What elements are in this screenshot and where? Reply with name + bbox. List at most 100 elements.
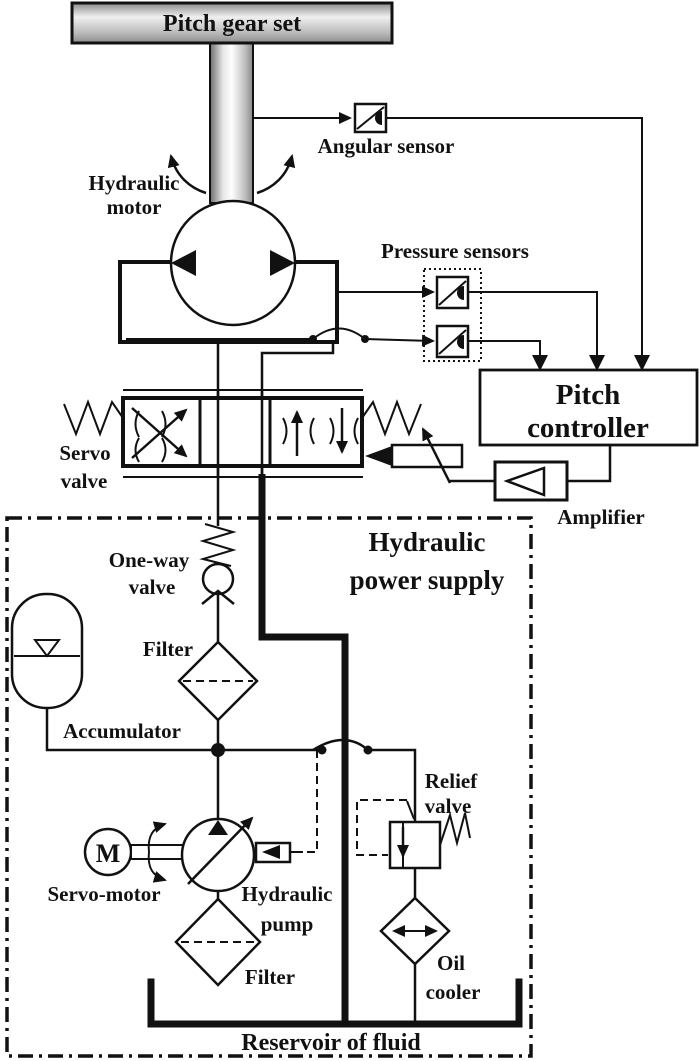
hydraulic-pump-label-1: Hydraulic xyxy=(241,882,332,906)
upper-sensor-diagonal xyxy=(438,280,467,306)
valve-spring-right xyxy=(361,399,422,437)
controller-arrow-1 xyxy=(532,355,548,371)
one-way-valve-label-1: One-way xyxy=(109,548,190,572)
servo-valve-label-1: Servo xyxy=(59,441,110,465)
pump-pilot-dashed xyxy=(292,750,318,853)
relief-valve-spring xyxy=(439,811,471,847)
amplifier-label: Amplifier xyxy=(557,505,644,529)
oil-cooler: Oil cooler xyxy=(379,896,481,1004)
power-supply-label-1: Hydraulic xyxy=(368,527,485,557)
upper-sensor-signal-line xyxy=(468,291,598,356)
pitch-controller-box xyxy=(478,368,699,447)
angular-sensor-label: Angular sensor xyxy=(318,134,455,158)
angular-sensor: Angular sensor xyxy=(253,102,643,356)
filter-bottom: Filter xyxy=(174,897,295,989)
controller-arrow-2 xyxy=(589,355,605,371)
relief-pilot-hook xyxy=(406,800,415,820)
power-supply-label-2: power supply xyxy=(350,565,505,595)
shaft-rotation-arrow-top xyxy=(147,821,167,853)
servo-valve: Servo valve xyxy=(59,389,464,493)
filter-top-label: Filter xyxy=(143,637,193,661)
accumulator-label: Accumulator xyxy=(63,719,181,743)
lower-sensor-diagonal xyxy=(438,329,467,355)
pitch-gear-set-label: Pitch gear set xyxy=(163,11,301,37)
servo-motor-letter: M xyxy=(96,839,121,868)
pump-control-triangle xyxy=(262,845,280,859)
lower-sensor-glyph xyxy=(457,335,464,349)
line-hop-junction xyxy=(312,738,369,752)
pitch-controller: Pitch controller xyxy=(478,355,699,447)
one-way-valve: One-way valve xyxy=(109,523,237,605)
junction-dot-left xyxy=(317,745,327,755)
relief-feed-line xyxy=(368,748,417,822)
valve-spring-left xyxy=(63,399,124,437)
solenoid-triangle xyxy=(365,446,392,466)
solenoid-box xyxy=(390,443,464,469)
servo-valve-label-2: valve xyxy=(61,469,108,493)
motor-triangle-right xyxy=(270,250,295,276)
solenoid-arrow xyxy=(421,427,452,484)
relief-pilot-dashed xyxy=(356,799,407,856)
drive-shaft xyxy=(209,42,254,204)
controller-to-amplifier-line xyxy=(567,445,612,483)
amplifier-triangle xyxy=(503,466,546,497)
hydraulic-motor: Hydraulic motor xyxy=(88,171,369,344)
reservoir: Reservoir of fluid xyxy=(147,978,523,1056)
pump-variable-arrow xyxy=(187,816,254,885)
pressure-sensors-label: Pressure sensors xyxy=(381,239,529,263)
lower-sensor-signal-line xyxy=(468,340,541,356)
hydraulic-pump-label-2: pump xyxy=(261,912,314,936)
rotation-arrow-left xyxy=(167,154,207,195)
relief-valve-label-2: valve xyxy=(425,794,472,818)
upper-sensor-glyph xyxy=(457,286,464,300)
valve-curve-l4 xyxy=(161,437,167,463)
pressure-sensors-dotted-box xyxy=(423,268,482,362)
valve-curve-r1 xyxy=(282,417,288,445)
reservoir-label: Reservoir of fluid xyxy=(241,1030,421,1056)
reservoir-tank xyxy=(147,978,523,1028)
pressure-sensors: Pressure sensors xyxy=(337,239,598,362)
pitch-gear-set-assembly: Pitch gear set xyxy=(70,1,394,204)
angular-sensor-glyph xyxy=(375,111,382,125)
filter-top-diamond xyxy=(177,640,259,722)
lower-sensor-input-line xyxy=(364,334,435,347)
relief-valve: Relief valve xyxy=(356,769,478,870)
hydraulic-motor-label-1: Hydraulic xyxy=(88,171,179,195)
valve-curve-r3 xyxy=(329,417,335,445)
motor-triangle-left xyxy=(171,250,196,276)
valve-curve-l2 xyxy=(161,410,167,438)
accumulator-gas-triangle xyxy=(33,639,61,658)
one-way-valve-label-2: valve xyxy=(129,575,176,599)
angular-sensor-diagonal xyxy=(356,106,385,130)
valve-cross-arrow-1 xyxy=(131,408,188,459)
motor-shaft xyxy=(130,844,184,860)
oil-cooler-label-2: cooler xyxy=(426,980,481,1004)
hydraulic-power-supply-boundary xyxy=(5,516,533,1058)
junction-dot-right xyxy=(363,745,373,755)
relief-valve-label-1: Relief xyxy=(425,769,478,793)
shaft-rotation-arrow-bottom xyxy=(147,851,167,883)
valve-body xyxy=(121,396,364,468)
pitch-gear-bar xyxy=(70,1,394,45)
controller-arrow-3 xyxy=(634,355,650,371)
thick-supply-line xyxy=(258,474,349,1024)
valve-curve-l3 xyxy=(134,437,140,463)
pump-outlet-triangle xyxy=(208,820,228,835)
check-valve-spring xyxy=(199,523,237,567)
oil-cooler-label-1: Oil xyxy=(437,951,465,975)
valve-curve-r4 xyxy=(353,417,359,445)
valve-cross-arrow-2 xyxy=(131,407,188,458)
main-junction-dot xyxy=(211,743,225,757)
valve-curve-l1 xyxy=(134,410,140,438)
angular-sensor-signal-line xyxy=(386,117,643,356)
valve-curve-r2 xyxy=(309,417,315,445)
check-valve-ball xyxy=(201,562,235,596)
pitch-controller-label-1: Pitch xyxy=(556,379,620,411)
rotation-arrow-right xyxy=(256,154,296,195)
pump-group: M Servo-motor Hydraulic pump xyxy=(47,816,333,936)
hydraulic-motor-label-2: motor xyxy=(107,195,162,219)
accumulator: Accumulator xyxy=(10,592,181,743)
amplifier: Amplifier xyxy=(450,445,645,529)
